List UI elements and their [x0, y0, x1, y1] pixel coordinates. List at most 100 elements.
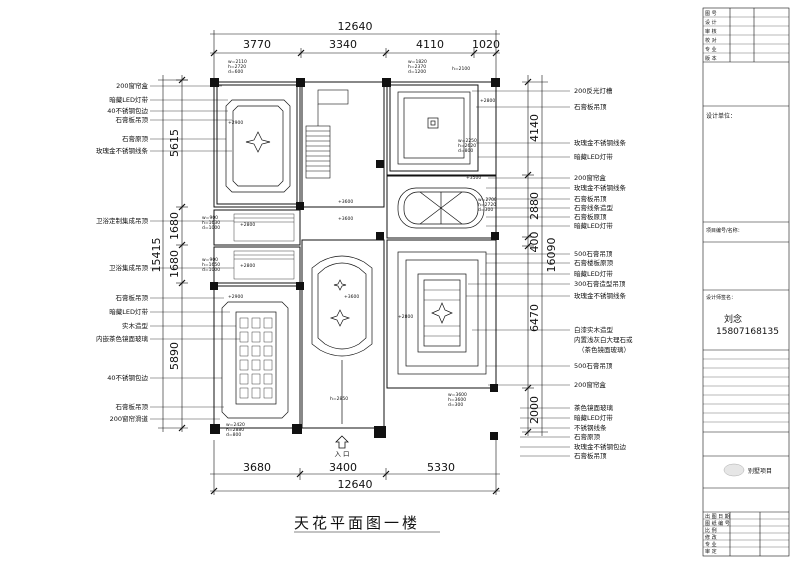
room6-ceiling — [221, 301, 289, 419]
r8-d: d=300 — [448, 402, 463, 408]
tb-top-4: 专 业 — [705, 46, 717, 53]
title-block-rows-bottom: 出 图 日 期 图 纸 编 号 比 例 修 改 专 业 审 定 — [705, 513, 730, 555]
ann-b-3: 石膏原顶 — [574, 432, 601, 441]
floor-walls — [213, 81, 497, 429]
ann-r-11: 石膏楼板原顶 — [574, 258, 614, 267]
title-block — [702, 7, 790, 557]
tb-top-2: 审 核 — [705, 28, 717, 35]
ann-l-5: 玫瑰金不锈钢线条 — [96, 146, 149, 155]
dimension-lines — [158, 30, 548, 495]
r2-off: h=2100 — [452, 66, 470, 72]
dim-bottom-2: 3400 — [329, 461, 357, 474]
leader-lines-left — [150, 85, 240, 420]
ann-r-15: 白漆实木造型 — [574, 325, 614, 334]
drawing-title: 天花平面图一楼 — [294, 514, 420, 532]
tb-bot-1: 图 纸 编 号 — [705, 520, 730, 527]
entrance-label: 入 口 — [334, 450, 349, 458]
dim-right-5: 2000 — [528, 396, 541, 424]
ann-b-2: 不锈钢线条 — [574, 423, 607, 432]
ann-l-7: 卫浴集成吊顶 — [109, 263, 149, 272]
ann-l-2: 40不锈钢包边 — [107, 106, 148, 115]
dim-right-3: 400 — [528, 232, 541, 253]
dim-left-1: 5615 — [168, 129, 181, 157]
tb-bot-2: 比 例 — [705, 527, 717, 534]
project-code-label: 项目编号/名称： — [706, 227, 743, 234]
r2b-h: h=2620 — [458, 143, 476, 149]
ann-l-9: 暗藏LED灯带 — [109, 307, 148, 316]
r5-off: +2800 — [240, 263, 255, 269]
dim-bottom-total: 12640 — [338, 478, 373, 491]
dim-right-1: 4140 — [528, 114, 541, 142]
ann-l-8: 石膏板吊顶 — [116, 293, 149, 302]
r1-w: w=2110 — [228, 59, 247, 65]
staircase — [305, 89, 349, 179]
mid-off-2: +3600 — [338, 216, 353, 222]
mid-off-1: +3600 — [338, 199, 353, 205]
ann-l-10: 实木造型 — [122, 321, 149, 330]
ann-l-3: 石膏板吊顶 — [116, 115, 149, 124]
dim-left-total: 15415 — [150, 238, 163, 273]
r8-off: +2800 — [398, 314, 413, 320]
bathroom-ceilings — [233, 213, 295, 280]
ann-r-8: 石膏板原顶 — [574, 212, 607, 221]
ann-r-10: 500石膏吊顶 — [574, 249, 613, 258]
dim-top-3: 4110 — [416, 38, 444, 51]
tb-top-0: 图 号 — [705, 11, 717, 17]
tb-bot-0: 出 图 日 期 — [705, 513, 730, 520]
r3-d: d=300 — [478, 207, 493, 213]
tb-bot-5: 审 定 — [705, 548, 717, 555]
ann-r-9: 暗藏LED灯带 — [574, 221, 613, 230]
r1-off: +2900 — [228, 120, 243, 126]
r3-w: w=2700 — [478, 197, 497, 203]
dim-bottom-1: 3680 — [243, 461, 271, 474]
ann-r-1: 石膏板吊顶 — [574, 102, 607, 111]
project-logo-icon — [723, 463, 745, 477]
leader-lines-right — [466, 90, 570, 457]
r6-off: +2900 — [228, 294, 243, 300]
designer-unit-label: 设计单位： — [706, 112, 736, 120]
ann-b-5: 石膏板吊顶 — [574, 451, 607, 460]
ann-r-2: 玫瑰金不锈钢线条 — [574, 138, 627, 147]
ann-l-13: 石膏板吊顶 — [116, 402, 149, 411]
designer-phone: 15807168135 — [716, 327, 779, 337]
r5-d: d=1000 — [202, 267, 220, 273]
tb-top-1: 设 计 — [705, 19, 717, 26]
ann-b-1: 暗藏LED灯带 — [574, 413, 613, 422]
r6-d: d=800 — [226, 432, 241, 438]
r2b-d: d=800 — [458, 148, 473, 154]
tb-top-3: 校 对 — [705, 37, 717, 44]
r2-h: h=2370 — [408, 64, 426, 70]
r3-off: +3500 — [466, 175, 481, 181]
entrance-arrow-icon — [335, 435, 349, 449]
ann-l-14: 200窗帘滑道 — [110, 414, 149, 423]
tb-bot-4: 专 业 — [705, 541, 717, 548]
r6-w: w=2420 — [226, 422, 245, 428]
ann-r-5: 玫瑰金不锈钢线条 — [574, 183, 627, 192]
room2-ceiling — [397, 91, 471, 165]
ann-l-12: 40不锈钢包边 — [107, 373, 148, 382]
dim-right-total: 16090 — [545, 238, 558, 273]
title-block-rows-top: 图 号 设 计 审 核 校 对 专 业 版 本 — [705, 11, 717, 62]
ann-r-17: （茶色镜面玻璃） — [578, 345, 630, 354]
r7-off: +3600 — [344, 294, 359, 300]
project-name: 别墅项目 — [748, 467, 772, 475]
r7-h: h=2850 — [330, 396, 348, 402]
room8-ceiling — [397, 251, 487, 375]
ann-r-7: 石膏线条造型 — [574, 203, 614, 212]
r2-w: w=1820 — [408, 59, 427, 65]
ann-r-18: 500石膏吊顶 — [574, 361, 613, 370]
room3-ceiling — [397, 187, 485, 229]
r5-w: w=900 — [202, 257, 218, 263]
ann-r-14: 玫瑰金不锈钢线条 — [574, 291, 627, 300]
r1-d: d=600 — [228, 69, 243, 75]
r8-w: w=3600 — [448, 392, 467, 398]
dim-left-3: 1680 — [168, 250, 181, 278]
ann-r-12: 暗藏LED灯带 — [574, 269, 613, 278]
dim-right-4: 6470 — [528, 304, 541, 332]
r1-h: h=2720 — [228, 64, 246, 70]
ann-r-13: 300石膏造型吊顶 — [574, 279, 626, 288]
r2b-w: w=2250 — [458, 138, 477, 144]
r2-d: d=1200 — [408, 69, 426, 75]
r4-off: +2800 — [240, 222, 255, 228]
